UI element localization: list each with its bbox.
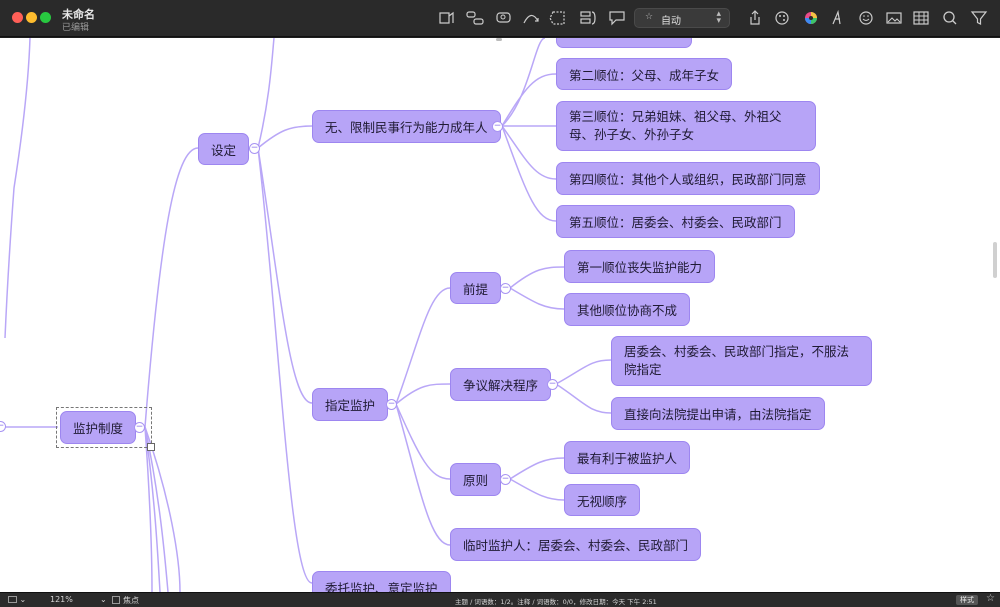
search-icon[interactable] <box>940 9 960 27</box>
collapse-toggle[interactable]: − <box>249 143 260 154</box>
mindmap-canvas[interactable]: − 监护制度 − 设定 − 无、限制民事行为能力成年人 − 第二顺位：父母、成年… <box>0 38 1000 592</box>
floating-topic-icon[interactable] <box>494 9 514 27</box>
star-icon[interactable]: ☆ <box>986 593 995 604</box>
theme-icon[interactable] <box>772 9 792 27</box>
subtopic-icon[interactable] <box>465 9 485 27</box>
topic-yuanze1[interactable]: 最有利于被监护人 <box>564 441 691 474</box>
emoji-icon[interactable] <box>856 9 876 27</box>
document-title: 未命名 <box>62 8 95 21</box>
collapse-toggle[interactable]: − <box>386 399 397 410</box>
topic-qianti[interactable]: 前提 <box>450 272 502 304</box>
topic-zhengyi1[interactable]: 居委会、村委会、民政部门指定，不服法院指定 <box>611 336 872 386</box>
boundary-icon[interactable] <box>548 9 568 27</box>
topic-shunwei3[interactable]: 第三顺位：兄弟姐妹、祖父母、外祖父母、孙子女、外孙子女 <box>556 101 816 151</box>
sparkle-icon: ☆ <box>645 12 654 22</box>
topic-zhiding[interactable]: 指定监护 <box>312 388 389 421</box>
relationship-icon[interactable] <box>521 9 541 27</box>
mindmap-connectors <box>0 38 612 592</box>
topic-wuxian[interactable]: 无、限制民事行为能力成年人 <box>312 110 501 143</box>
style-button[interactable]: 样式 <box>956 595 978 605</box>
root-topic[interactable]: 监护制度 <box>60 411 137 444</box>
topic-weituo[interactable]: 委托监护、意定监护 <box>312 571 451 592</box>
document-status: 已编辑 <box>62 23 90 33</box>
zoom-chevron-icon[interactable]: ⌄ <box>100 595 107 604</box>
filter-icon[interactable] <box>969 9 989 27</box>
topic-zhengyi[interactable]: 争议解决程序 <box>450 368 552 401</box>
collapse-toggle[interactable]: − <box>500 474 511 485</box>
topic-shezhi[interactable]: 设定 <box>198 133 250 165</box>
topic-shunwei4[interactable]: 第四顺位：其他个人或组织，民政部门同意 <box>556 162 820 195</box>
topic-qianti1[interactable]: 第一顺位丧失监护能力 <box>564 250 716 283</box>
table-icon[interactable] <box>911 9 931 27</box>
collapse-toggle[interactable]: − <box>134 422 145 433</box>
status-bar: ⌄ 121% ⌄ 焦点 主题 / 词语数：1/2。注释 / 词语数：0/0，修改… <box>0 592 1000 607</box>
topic-yuanze[interactable]: 原则 <box>450 463 502 496</box>
zoom-level[interactable]: 121% <box>50 595 73 604</box>
minimize-window-button[interactable] <box>26 12 37 23</box>
share-icon[interactable] <box>745 9 765 27</box>
chevron-updown-icon: ▴▾ <box>716 9 721 26</box>
text-style-icon[interactable] <box>827 9 847 27</box>
selection-resize-handle[interactable] <box>147 443 155 451</box>
summary-icon[interactable] <box>578 9 598 27</box>
focus-label: 焦点 <box>123 596 139 605</box>
callout-icon[interactable] <box>607 9 627 27</box>
title-bar: 未命名 已编辑 ☆ 自动 ▴▾ <box>0 0 1000 37</box>
document-stats: 主题 / 词语数：1/2。注释 / 词语数：0/0，修改日期：今天 下午 2:5… <box>455 598 657 606</box>
canvas-resize-handle[interactable] <box>496 38 502 41</box>
collapse-toggle[interactable]: − <box>500 283 511 294</box>
selection-outline <box>56 407 152 448</box>
topic-shunwei2[interactable]: 第二顺位：父母、成年子女 <box>556 58 733 90</box>
close-window-button[interactable] <box>12 12 23 23</box>
vertical-scrollbar[interactable] <box>993 242 997 278</box>
topic-icon[interactable] <box>437 9 457 27</box>
layout-select[interactable]: ☆ 自动 ▴▾ <box>634 8 730 28</box>
collapse-toggle[interactable]: − <box>492 121 503 132</box>
zoom-window-button[interactable] <box>40 12 51 23</box>
topic-zhengyi2[interactable]: 直接向法院提出申请，由法院指定 <box>611 397 825 430</box>
sidebar-toggle-icon[interactable]: ⌄ <box>8 595 26 604</box>
topic-shunwei1[interactable] <box>556 38 692 48</box>
topic-qianti2[interactable]: 其他顺位协商不成 <box>564 293 691 326</box>
topic-shunwei5[interactable]: 第五顺位：居委会、村委会、民政部门 <box>556 205 795 238</box>
focus-checkbox[interactable] <box>112 595 120 604</box>
collapse-toggle[interactable]: − <box>547 379 558 390</box>
image-icon[interactable] <box>884 9 904 27</box>
color-wheel-icon[interactable] <box>801 9 821 27</box>
layout-select-value: 自动 <box>661 16 681 27</box>
topic-linshi[interactable]: 临时监护人：居委会、村委会、民政部门 <box>450 528 702 561</box>
topic-yuanze2[interactable]: 无视顺序 <box>564 484 641 516</box>
